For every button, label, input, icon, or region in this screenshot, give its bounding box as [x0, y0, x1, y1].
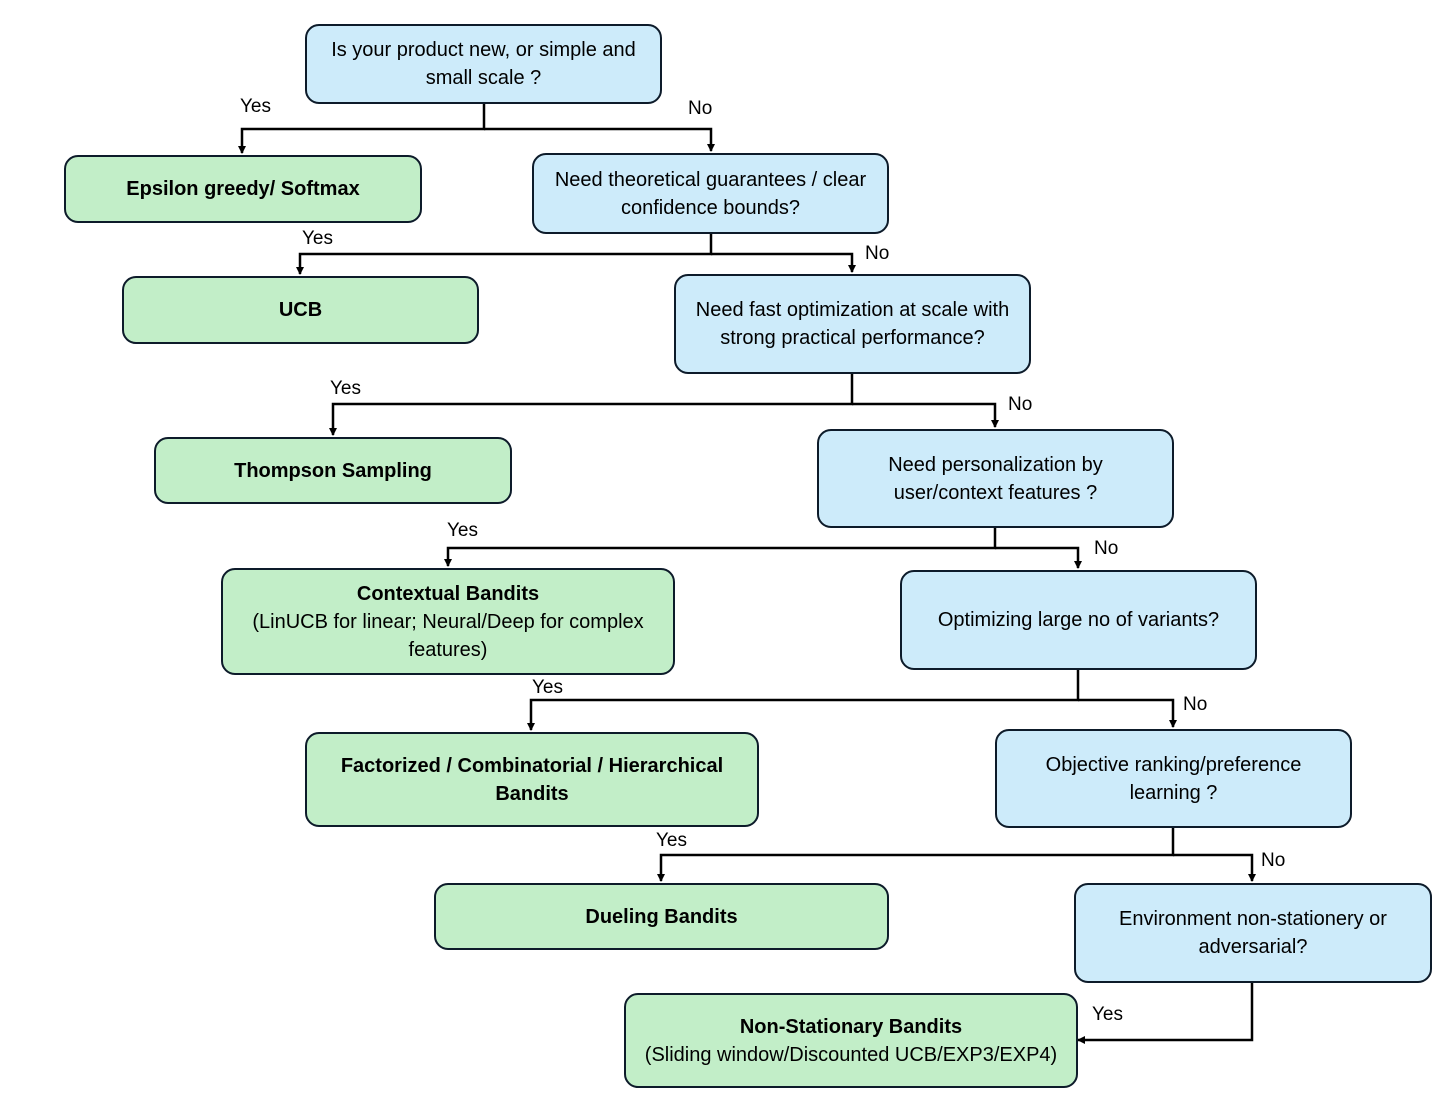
connector-q6-yes: [657, 828, 1175, 882]
label-q4-yes: Yes: [447, 520, 478, 541]
label-q1-no: No: [688, 98, 713, 119]
connector-q1-no: [484, 127, 715, 152]
answer-dueling-bandits: Dueling Bandits: [434, 883, 889, 950]
question-large-variants: Optimizing large no of variants?: [900, 570, 1257, 670]
label-q6-no: No: [1261, 850, 1286, 871]
connector-q2-no: [711, 252, 856, 273]
answer-factorized-bandits: Factorized / Combinatorial / Hierarchica…: [305, 732, 759, 827]
label-q5-no: No: [1183, 694, 1208, 715]
label-q6-yes: Yes: [656, 830, 687, 851]
answer-epsilon-greedy: Epsilon greedy/ Softmax: [64, 155, 422, 223]
connector-q5-no: [1078, 698, 1177, 728]
connector-q3-no: [852, 402, 999, 428]
answer-non-stationary-bandits: Non-Stationary Bandits (Sliding window/D…: [624, 993, 1078, 1088]
label-q5-yes: Yes: [532, 677, 563, 698]
connector-q4-yes: [444, 528, 997, 567]
answer-contextual-bandits: Contextual Bandits (LinUCB for linear; N…: [221, 568, 675, 675]
label-q1-yes: Yes: [240, 96, 271, 117]
label-q2-yes: Yes: [302, 228, 333, 249]
connector-q4-no: [995, 546, 1082, 569]
connector-q5-yes: [527, 670, 1080, 731]
answer-ucb: UCB: [122, 276, 479, 344]
label-q3-yes: Yes: [330, 378, 361, 399]
answer-thompson-sampling: Thompson Sampling: [154, 437, 512, 504]
connector-q3-yes: [329, 374, 854, 436]
connector-q7-yes: [1077, 983, 1254, 1044]
label-q3-no: No: [1008, 394, 1033, 415]
connector-q6-no: [1173, 853, 1256, 882]
label-q4-no: No: [1094, 538, 1119, 559]
connector-q2-yes: [296, 234, 713, 275]
label-q2-no: No: [865, 243, 890, 264]
connector-q1-yes: [238, 104, 486, 154]
label-q7-yes: Yes: [1092, 1004, 1123, 1025]
